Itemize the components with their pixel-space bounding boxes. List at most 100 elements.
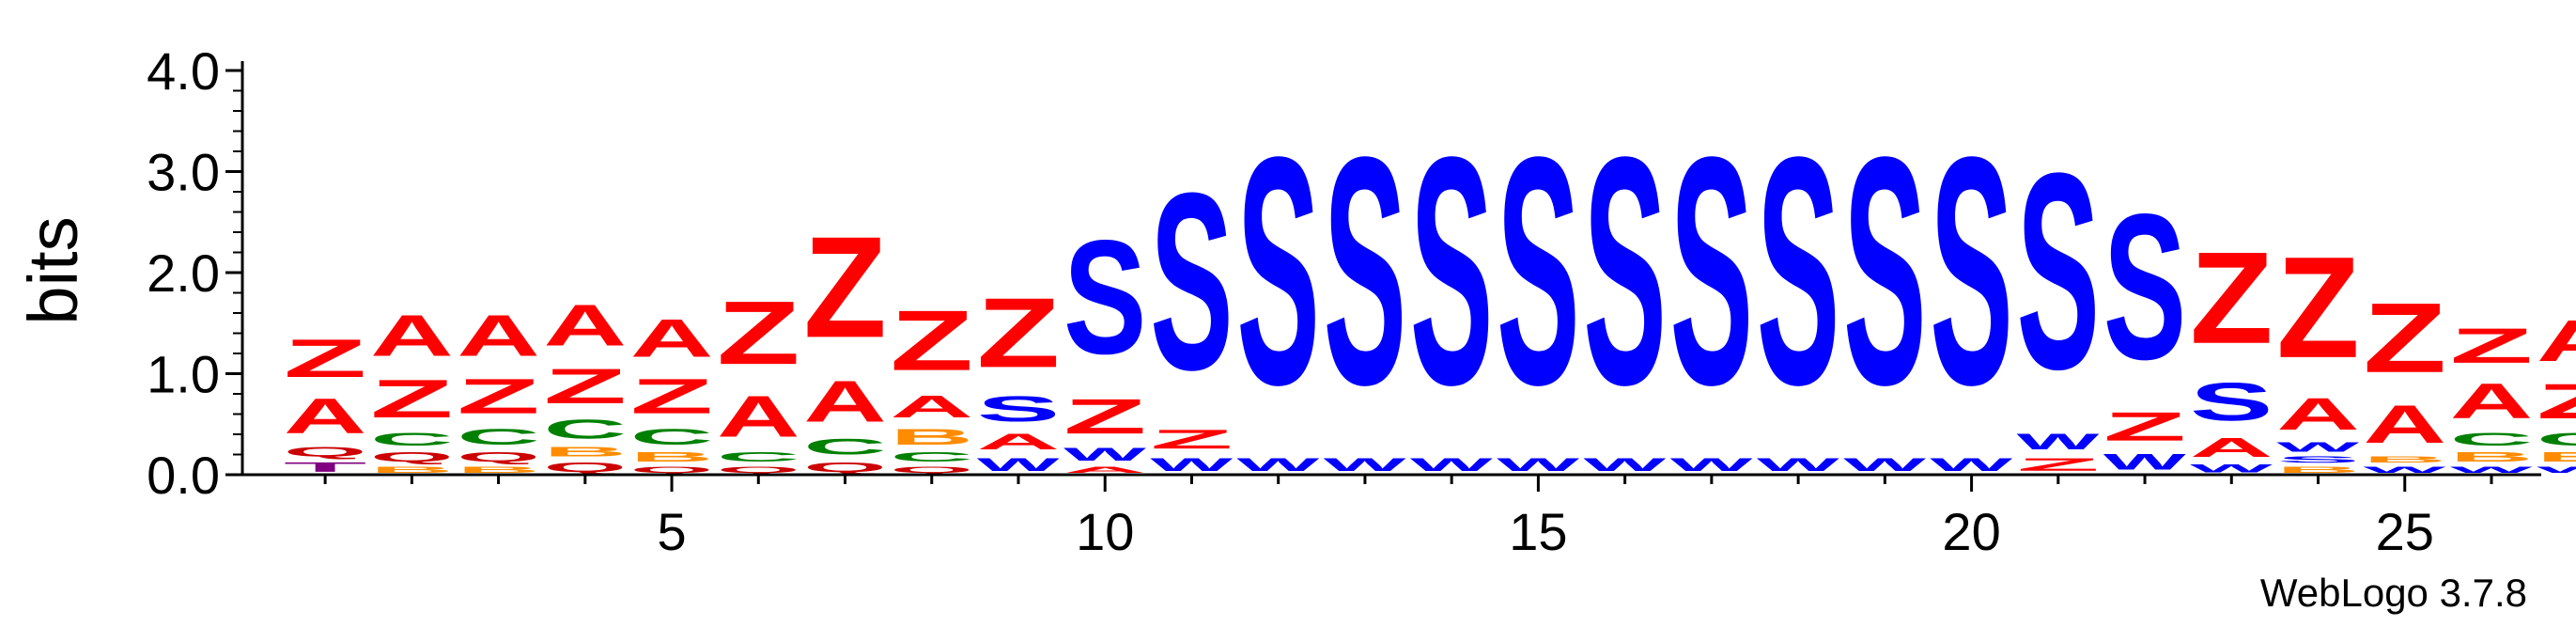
logo-letter-b: B: [457, 464, 540, 475]
logo-letter-c: C: [630, 424, 714, 449]
y-tick-label: 4.0: [147, 41, 220, 101]
logo-letter-s: S: [977, 389, 1061, 430]
logo-letter-z: Z: [2103, 403, 2187, 448]
logo-letter-z: Z: [630, 368, 714, 424]
logo-letter-w: W: [2450, 464, 2534, 475]
logo-letter-s: S: [1757, 90, 1840, 452]
x-tick-label: 25: [2376, 502, 2434, 561]
logo-letter-q: Q: [803, 460, 887, 475]
logo-letter-s: S: [1063, 207, 1147, 388]
logo-letter-s: S: [1670, 90, 1754, 452]
logo-letter-w: W: [1410, 455, 1494, 475]
logo-letter-w: W: [1497, 455, 1580, 475]
y-tick-label: 1.0: [147, 345, 220, 404]
logo-letter-a: A: [630, 308, 714, 368]
logo-letter-a: A: [2363, 394, 2446, 454]
logo-letter-w: W: [2103, 449, 2187, 475]
logo-letter-s: S: [1843, 90, 1927, 452]
logo-letter-c: C: [717, 449, 800, 464]
logo-letter-c: C: [457, 424, 540, 449]
logo-letter-c: C: [2537, 430, 2576, 449]
logo-letter-w: W: [1063, 445, 1147, 464]
logo-letter-a: A: [803, 368, 887, 434]
logo-letter-z: Z: [2363, 282, 2446, 393]
logo-letter-s: S: [2017, 114, 2101, 427]
logo-letter-a: A: [717, 384, 800, 449]
logo-letter-s: S: [1150, 140, 1234, 423]
logo-letter-a: A: [457, 303, 540, 368]
logo-letter-z: Z: [284, 328, 367, 388]
y-tick-label: 0.0: [147, 446, 220, 505]
logo-letter-a: A: [2190, 432, 2273, 462]
logo-letter-c: C: [2450, 430, 2534, 449]
logo-letter-w: W: [1670, 455, 1754, 475]
logo-letter-a: A: [2450, 374, 2534, 430]
x-tick-label: 15: [1509, 502, 1567, 561]
logo-letter-z: Z: [2537, 374, 2576, 430]
logo-letter-a: A: [2537, 307, 2576, 373]
logo-letter-t: T: [284, 460, 367, 475]
logo-letter-z: Z: [2450, 318, 2534, 373]
logo-letter-q: Q: [284, 445, 367, 460]
logo-letter-s: S: [2103, 170, 2187, 402]
logo-letter-a: A: [2276, 389, 2360, 440]
logo-letter-q: Q: [544, 460, 628, 475]
logo-letter-z: Z: [2190, 225, 2273, 371]
logo-letter-b: B: [890, 424, 973, 449]
logo-letter-w: W: [1236, 455, 1320, 475]
logo-letter-s: S: [1930, 90, 2013, 452]
logo-letter-b: B: [2450, 449, 2534, 464]
x-tick-label: 10: [1076, 502, 1134, 561]
logo-letter-q: Q: [717, 464, 800, 475]
logo-letter-a: A: [284, 389, 367, 445]
logo-letter-z: Z: [370, 368, 454, 429]
logo-letter-z: Z: [717, 283, 800, 384]
logo-letter-w: W: [2276, 440, 2359, 455]
logo-letter-w: W: [2537, 464, 2576, 475]
logo-letter-q: Q: [457, 449, 540, 464]
logo-letter-w: W: [1757, 455, 1840, 475]
logo-letter-s: S: [1497, 90, 1580, 452]
logo-letter-z: Z: [2276, 227, 2360, 388]
logo-letter-c: C: [544, 414, 628, 444]
logo-letter-s: S: [2276, 454, 2360, 464]
y-tick-label: 3.0: [147, 143, 220, 202]
x-tick-label: 20: [1942, 502, 2000, 561]
logo-letter-q: Q: [370, 449, 454, 464]
logo-letter-q: Q: [630, 464, 714, 475]
logo-letter-z: Z: [803, 206, 887, 368]
logo-letter-z: Z: [1150, 424, 1234, 454]
y-tick-label: 2.0: [147, 243, 220, 303]
logo-letter-b: B: [630, 449, 714, 464]
logo-letter-z: Z: [977, 277, 1061, 388]
logo-letter-a: A: [977, 429, 1061, 454]
y-axis: 0.0 1.0 2.0 3.0 4.0: [147, 41, 244, 505]
logo-letter-w: W: [1583, 455, 1667, 475]
logo-letter-c: C: [803, 434, 887, 460]
x-axis: 5 10 15 20 25: [242, 473, 2541, 561]
logo-letter-c: C: [370, 430, 454, 449]
logo-letter-w: W: [1324, 455, 1407, 475]
logo-letter-w: W: [1843, 455, 1927, 475]
logo-letter-w: W: [1150, 455, 1234, 475]
logo-glyphs: TQAZBQCZABQCZAQBCZAQBCZAQCAZQCAZQCBAZWAS…: [284, 90, 2576, 475]
logo-letter-w: W: [2190, 462, 2273, 475]
logo-letter-b: B: [2537, 449, 2576, 464]
logo-letter-s: S: [2190, 371, 2273, 432]
weblogo-credit: WebLogo 3.7.8: [2260, 571, 2527, 615]
logo-letter-w: W: [2017, 430, 2101, 455]
logo-letter-s: S: [1236, 90, 1320, 452]
logo-letter-z: Z: [544, 358, 628, 414]
logo-letter-s: S: [1410, 90, 1494, 452]
logo-letter-b: B: [370, 464, 454, 475]
logo-letter-w: W: [2363, 464, 2446, 475]
logo-letter-a: A: [370, 303, 454, 368]
logo-letter-z: Z: [2017, 454, 2101, 475]
logo-letter-s: S: [1324, 90, 1407, 452]
logo-letter-q: Q: [890, 464, 973, 475]
logo-letter-w: W: [1930, 455, 2013, 475]
logo-letter-z: Z: [1063, 389, 1147, 445]
x-tick-label: 5: [657, 502, 686, 561]
logo-letter-a: A: [1063, 464, 1147, 475]
